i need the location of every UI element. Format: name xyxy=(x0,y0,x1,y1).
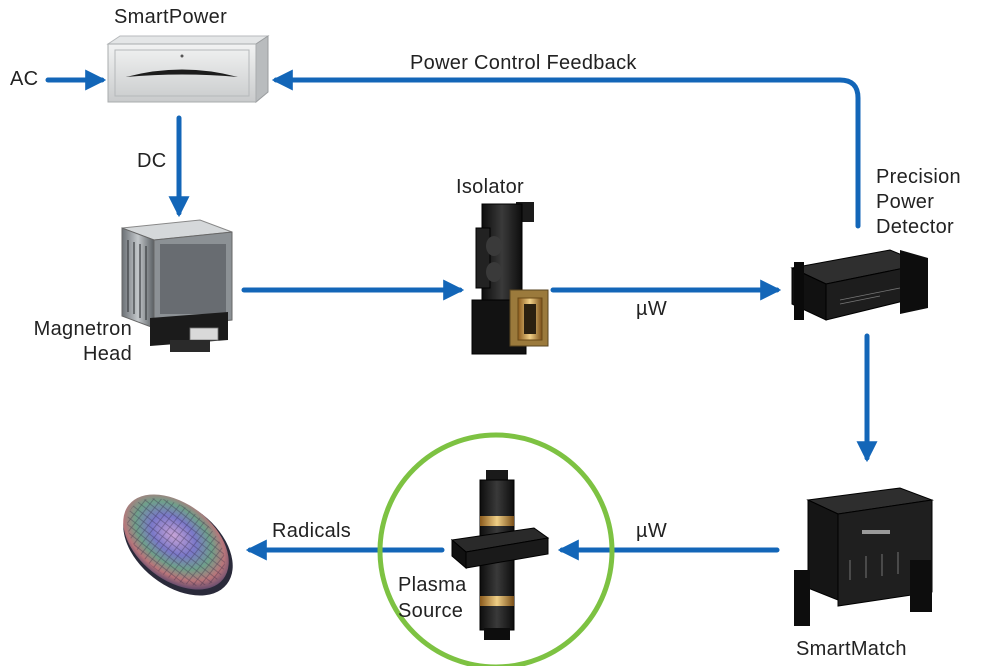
feedback-label: Power Control Feedback xyxy=(410,52,637,74)
ac-label: AC xyxy=(10,68,39,90)
magnetron-label-line1: Magnetron xyxy=(33,318,132,340)
detector-label-line3: Detector xyxy=(876,216,954,238)
plasma-source-group xyxy=(377,432,615,666)
detector-label-line1: Precision xyxy=(876,166,961,188)
uw-bottom-label: µW xyxy=(636,520,668,542)
plasma-source-image xyxy=(450,470,550,640)
precision-power-detector-image xyxy=(790,249,928,321)
magnetron-head-image xyxy=(121,219,233,352)
arrow-feedback xyxy=(271,69,861,229)
smartmatch-label: SmartMatch xyxy=(796,638,907,660)
radicals-label: Radicals xyxy=(272,520,352,542)
detector-label-line2: Power xyxy=(876,191,935,213)
dc-label: DC xyxy=(137,150,167,172)
smartpower-label: SmartPower xyxy=(114,6,228,28)
smartpower-unit-image xyxy=(106,35,270,104)
magnetron-label-line2: Head xyxy=(82,343,132,365)
wafer-image xyxy=(123,494,233,596)
highlight-circle xyxy=(377,432,615,666)
isolator-image xyxy=(471,202,549,355)
uw-top-label: µW xyxy=(636,298,668,320)
smartmatch-image xyxy=(794,487,934,626)
arrows xyxy=(45,69,878,561)
isolator-label: Isolator xyxy=(456,176,524,198)
plasma-label-line2: Source xyxy=(398,600,464,622)
plasma-label-line1: Plasma xyxy=(398,574,467,596)
